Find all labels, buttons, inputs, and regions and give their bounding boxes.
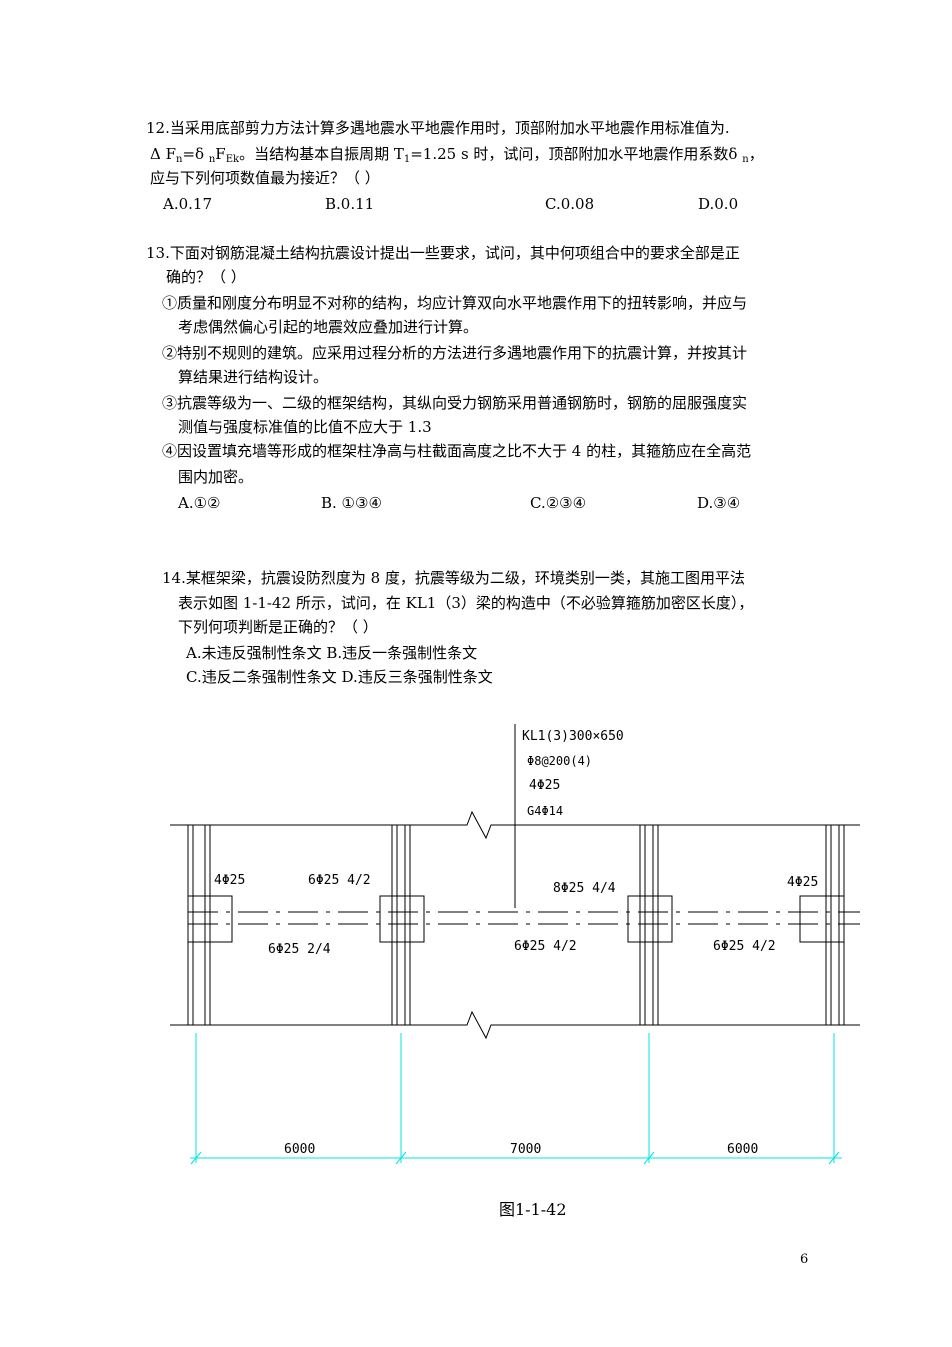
beam-label: KL1(3)300×650: [522, 729, 624, 744]
q13-option-b: B. ①③④: [321, 494, 382, 512]
q13-option-c: C.②③④: [530, 494, 587, 512]
q13-option-d: D.③④: [697, 494, 741, 512]
stirrup-label: Φ8@200(4): [527, 754, 593, 768]
span-3-bottom-label: 6Φ25 4/2: [713, 939, 776, 954]
q13-item1-b: 考虑偶然偏心引起的地震效应叠加进行计算。: [178, 318, 479, 336]
q14-line2: 表示如图 1-1-42 所示，试问，在 KL1（3）梁的构造中（不必验算箍筋加密…: [178, 594, 754, 612]
beam-bottom-edge: [170, 1010, 860, 1040]
beam-top-edge: [170, 810, 860, 840]
q12-option-d: D.0.0: [698, 195, 739, 213]
span-2-bottom-label: 6Φ25 4/2: [514, 939, 577, 954]
figure-caption: 图1-1-42: [499, 1200, 567, 1219]
column-4: [799, 825, 845, 1025]
q12-option-a: A.0.17: [163, 195, 212, 213]
column-3: [627, 825, 673, 1025]
span-1-bottom-label: 6Φ25 2/4: [268, 942, 331, 957]
support-3-top-label: 8Φ25 4/4: [553, 881, 616, 896]
dimension-lines: [190, 1033, 842, 1165]
q14-options-row2: C.违反二条强制性条文 D.违反三条强制性条文: [186, 668, 493, 686]
q14-line1: 14.某框架梁，抗震设防烈度为 8 度，抗震等级为二级，环境类别一类，其施工图用…: [162, 569, 745, 587]
dim-span-1: 6000: [284, 1142, 316, 1157]
support-4-top-label: 4Φ25: [787, 875, 819, 890]
q13-item3-b: 测值与强度标准值的比值不应大于 1.3: [178, 418, 432, 436]
q13-line2: 确的？（ ）: [166, 268, 246, 286]
support-1-top-label: 4Φ25: [214, 873, 246, 888]
q12-line3: 应与下列何项数值最为接近？（ ）: [150, 169, 380, 187]
column-1: [187, 825, 233, 1025]
q12-option-b: B.0.11: [325, 195, 375, 213]
q12-option-c: C.0.08: [545, 195, 595, 213]
q13-item2-b: 算结果进行结构设计。: [178, 368, 329, 386]
page-number: 6: [800, 1252, 809, 1267]
side-bars-label: G4Φ14: [527, 804, 564, 818]
column-2: [379, 825, 425, 1025]
q13-item3-a: ③抗震等级为一、二级的框架结构，其纵向受力钢筋采用普通钢筋时，钢筋的屈服强度实: [162, 394, 748, 412]
q13-option-a: A.①②: [178, 494, 221, 512]
q13-item4-b: 围内加密。: [178, 468, 254, 486]
top-bars-label: 4Φ25: [529, 778, 561, 793]
dim-span-2: 7000: [510, 1142, 542, 1157]
q13-item1-a: ①质量和刚度分布明显不对称的结构，均应计算双向水平地震作用下的扭转影响，并应与: [162, 294, 748, 312]
q13-item2-a: ②特别不规则的建筑。应采用过程分析的方法进行多遇地震作用下的抗震计算，并按其计: [162, 344, 748, 362]
dim-span-3: 6000: [727, 1142, 759, 1157]
q12-line2: Δ Fn=δ nFEk。当结构基本自振周期 T1=1.25 s 时，试问，顶部附…: [150, 145, 764, 165]
q14-line3: 下列何项判断是正确的？（ ）: [178, 618, 378, 636]
q14-options-row1: A.未违反强制性条文 B.违反一条强制性条文: [186, 644, 478, 662]
q12-line1: 12.当采用底部剪力方法计算多遇地震水平地震作用时，顶部附加水平地震作用标准值为…: [146, 119, 730, 137]
support-2-top-label: 6Φ25 4/2: [308, 873, 371, 888]
q13-item4-a: ④因设置填充墙等形成的框架柱净高与柱截面高度之比不大于 4 的柱，其箍筋应在全高…: [162, 442, 752, 460]
q13-line1: 13.下面对钢筋混凝土结构抗震设计提出一些要求，试问，其中何项组合中的要求全部是…: [146, 244, 740, 262]
